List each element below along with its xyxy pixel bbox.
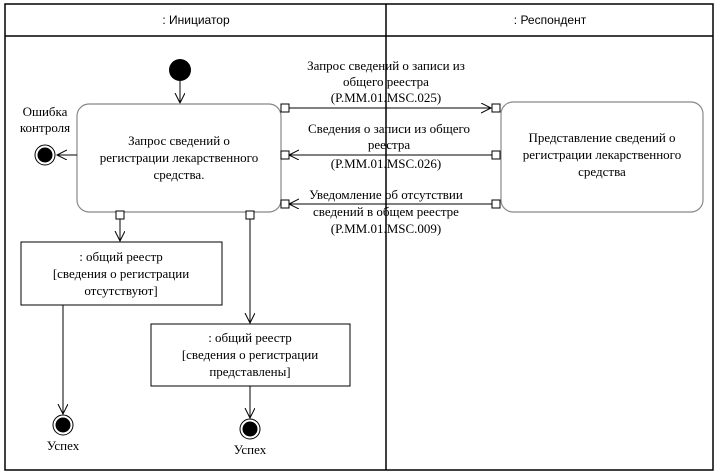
error-final-label-line-1: Ошибка xyxy=(23,104,68,119)
activity-request-line-1: Запрос сведений о xyxy=(128,133,230,148)
pin-info-out xyxy=(491,150,501,160)
object-present-line-3: представлены] xyxy=(209,364,290,379)
activity-request-line-3: средства. xyxy=(154,167,205,182)
object-registry-present xyxy=(150,323,351,387)
pin-request-out xyxy=(280,103,290,113)
activity-provide-info xyxy=(500,101,704,213)
object-absent-line-3: отсутствуют] xyxy=(84,283,157,298)
activity-provide-line-3: средства xyxy=(578,164,626,179)
object-registry-absent xyxy=(20,241,223,306)
final-node-success-2-core xyxy=(242,421,258,437)
activity-provide-line-2: регистрации лекарственного xyxy=(523,147,681,162)
message-3-line-1: Уведомление об отсутствии xyxy=(309,187,463,202)
message-1-line-3: (P.MM.01.MSC.025) xyxy=(331,90,442,105)
pin-request-in xyxy=(491,103,501,113)
object-present-line-1: : общий реестр xyxy=(208,330,292,345)
pin-output-present xyxy=(245,210,255,220)
pin-not-found-in xyxy=(280,199,290,209)
message-3-line-3: (P.MM.01.MSC.009) xyxy=(331,221,442,236)
pin-info-in xyxy=(280,150,290,160)
swimlane-initiator-label: : Инициатор xyxy=(162,13,230,27)
message-1-line-2: общего реестра xyxy=(343,74,429,89)
message-2-line-3: (P.MM.01.MSC.026) xyxy=(331,156,442,171)
error-final-label-line-2: контроля xyxy=(20,120,70,135)
message-2-line-2: реестра xyxy=(368,137,410,152)
message-3-line-2: сведений в общем реестре xyxy=(313,204,459,219)
final-node-success-1-core xyxy=(55,417,71,433)
object-absent-line-2: [сведения о регистрации xyxy=(53,266,189,281)
message-1-line-1: Запрос сведений о записи из xyxy=(307,58,465,73)
activity-request-line-2: регистрации лекарственного xyxy=(100,150,258,165)
final-node-error-core xyxy=(37,147,53,163)
pin-output-absent xyxy=(115,210,125,220)
pin-not-found-out xyxy=(491,199,501,209)
initial-node-icon xyxy=(169,59,191,81)
swimlane-respondent-label: : Респондент xyxy=(514,13,587,27)
final-success-1-label: Успех xyxy=(47,438,80,453)
final-success-2-label: Успех xyxy=(234,442,267,457)
message-2-line-1: Сведения о записи из общего xyxy=(308,121,470,136)
object-present-line-2: [сведения о регистрации xyxy=(182,347,318,362)
object-absent-line-1: : общий реестр xyxy=(79,249,163,264)
diagram-frame xyxy=(4,3,714,471)
activity-provide-line-1: Представление сведений о xyxy=(528,130,675,145)
